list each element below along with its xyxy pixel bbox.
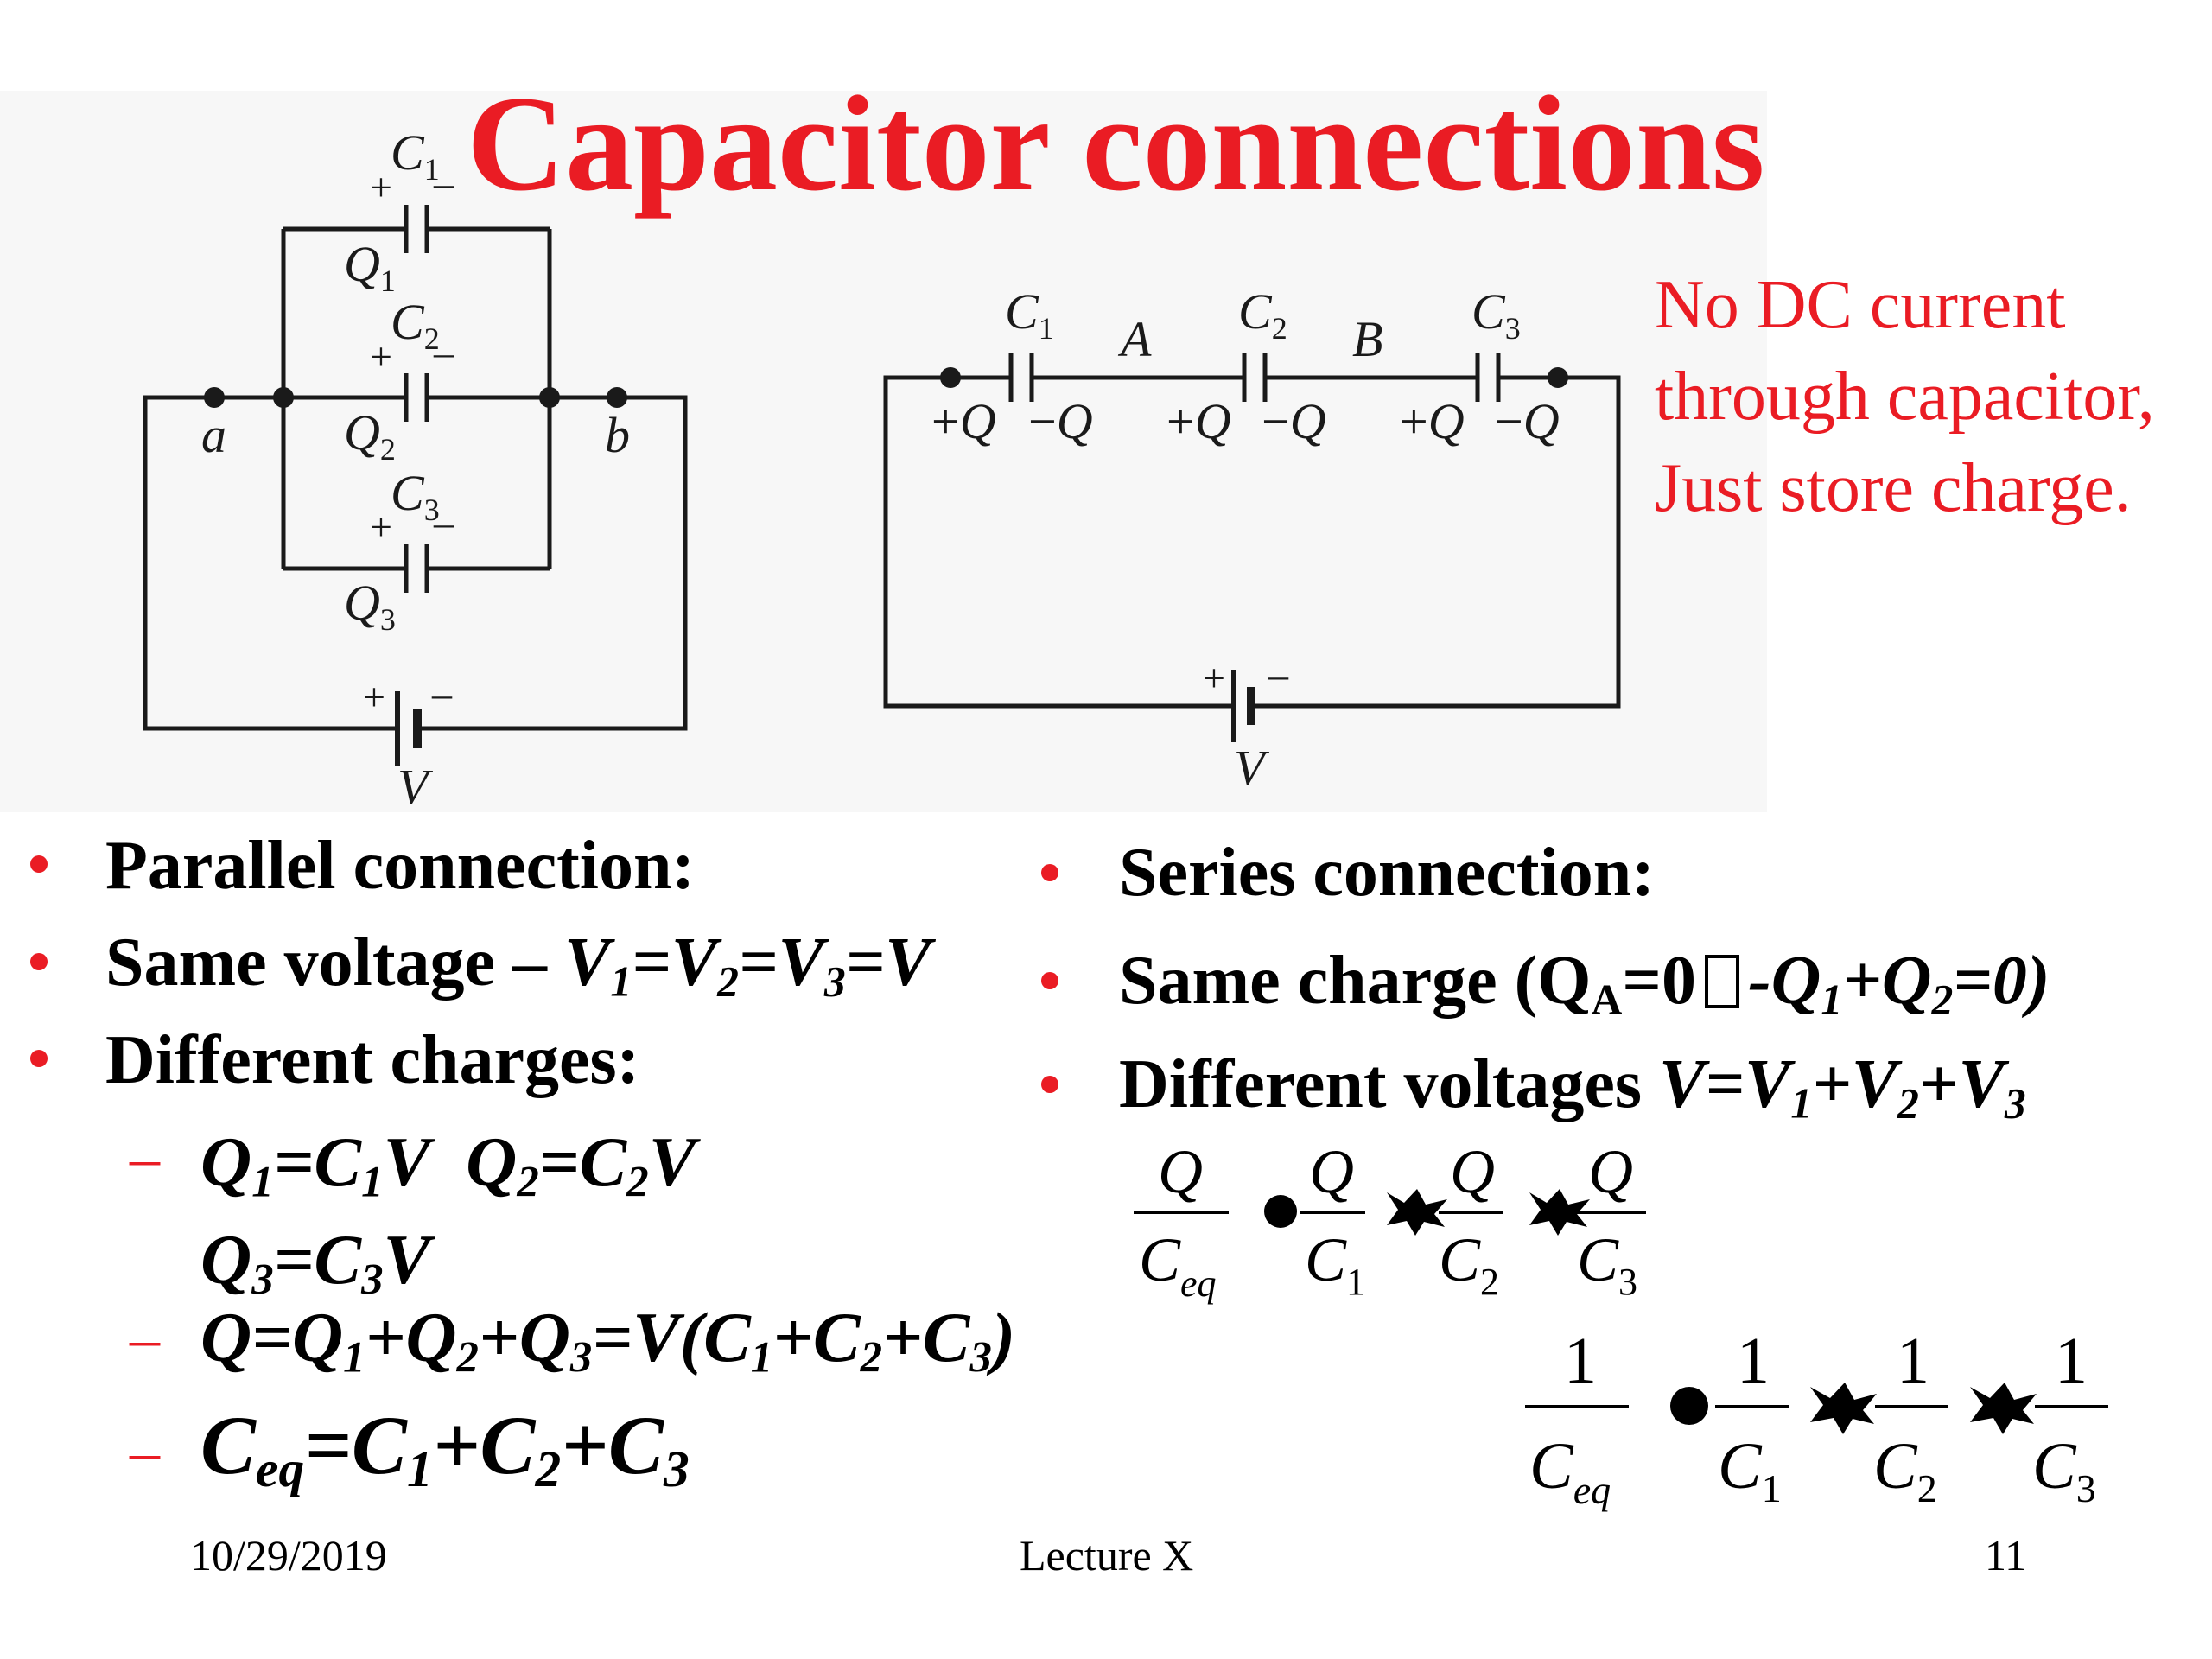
svg-text:C2: C2 (391, 294, 440, 356)
svg-text:Q: Q (1588, 1137, 1633, 1206)
svg-text:V: V (1234, 740, 1270, 796)
different-voltages-bullet: Different voltages V=V1+V2+V3 (1119, 1046, 2026, 1128)
node-a-dot (204, 387, 225, 408)
bullet-dot (30, 855, 48, 873)
svg-text:+: + (370, 334, 392, 378)
svg-text:b: b (605, 407, 630, 463)
svg-text:A: A (1117, 311, 1152, 367)
different-charges-bullet: Different charges: (105, 1022, 640, 1098)
svg-text:+Q: +Q (1166, 393, 1231, 449)
footer-date: 10/29/2019 (190, 1531, 387, 1580)
svg-text:C1: C1 (1305, 1225, 1365, 1303)
note-line: Just store charge. (1655, 450, 2132, 526)
junction-right-dot (539, 387, 560, 408)
svg-text:+Q: +Q (1400, 393, 1465, 449)
node-b-dot (607, 387, 627, 408)
svg-text:–: – (431, 671, 453, 715)
svg-text:+: + (370, 165, 392, 209)
bullet-dot (30, 1050, 48, 1067)
bullet-dot (30, 953, 48, 970)
svg-text:–: – (433, 500, 454, 544)
parallel-connection-heading: Parallel connection: (105, 828, 696, 904)
svg-text:+: + (1203, 656, 1225, 700)
same-voltage-bullet: Same voltage – V1=V2=V3=V (105, 925, 931, 1006)
svg-text:−Q: −Q (1028, 393, 1093, 449)
svg-text:C1: C1 (1718, 1430, 1782, 1510)
svg-text:–: – (433, 330, 454, 374)
svg-text:+Q: +Q (931, 393, 996, 449)
svg-text:Ceq: Ceq (1139, 1225, 1217, 1305)
series-circuit (883, 353, 1621, 742)
svg-text:+: + (363, 675, 385, 719)
svg-text:C2: C2 (1873, 1430, 1937, 1510)
svg-text:C2: C2 (1238, 283, 1287, 346)
parallel-ceq-equation: Ceq=C1+C2+C3 (200, 1399, 690, 1497)
svg-text:C3: C3 (1577, 1225, 1637, 1303)
svg-text:1: 1 (2055, 1325, 2088, 1397)
svg-text:−Q: −Q (1262, 393, 1326, 449)
series-equation-inverse: 1 Ceq 1 C1 1 C2 1 C3 (1525, 1325, 2108, 1512)
sub-bullet-dash: – (130, 1306, 160, 1372)
junction-left-dot (273, 387, 294, 408)
svg-text:Q: Q (1158, 1137, 1203, 1206)
series-left-dot (940, 367, 961, 388)
bullet-dot (1041, 1076, 1058, 1093)
svg-text:+: + (370, 505, 392, 549)
no-dc-current-note: No DC current through capacitor, Just st… (1655, 259, 2155, 534)
series-right-dot (1548, 367, 1568, 388)
svg-text:a: a (201, 407, 226, 463)
note-line: through capacitor, (1655, 359, 2155, 435)
bullet-dot (1041, 972, 1058, 989)
svg-text:B: B (1352, 311, 1382, 367)
slide-title: Capacitor connections (467, 68, 1765, 219)
note-line: No DC current (1655, 267, 2066, 343)
bullet-dot (1041, 864, 1058, 881)
series-connection-heading: Series connection: (1119, 835, 1655, 911)
svg-text:C2: C2 (1439, 1225, 1499, 1303)
sub-bullet-dash: – (130, 1125, 160, 1192)
svg-text:1: 1 (1564, 1325, 1597, 1397)
svg-text:1: 1 (1737, 1325, 1770, 1397)
missing-glyph-icon (1704, 955, 1739, 1008)
svg-text:V: V (397, 759, 434, 815)
footer-page-number: 11 (1985, 1531, 2027, 1580)
sub-bullet-dash: – (130, 1419, 160, 1485)
svg-text:Ceq: Ceq (1529, 1430, 1611, 1512)
svg-text:Q: Q (1450, 1137, 1495, 1206)
svg-text:–: – (433, 161, 454, 205)
same-charge-bullet: Same charge (QA=0-Q1+Q2=0) (1119, 943, 2050, 1024)
footer-lecture: Lecture X (1020, 1531, 1194, 1580)
series-equation-q: Q Ceq Q C1 Q C2 Q C3 (1134, 1137, 1646, 1305)
svg-text:1: 1 (1897, 1325, 1929, 1397)
svg-text:–: – (1268, 652, 1289, 696)
svg-text:C3: C3 (2032, 1430, 2096, 1510)
svg-text:−Q: −Q (1495, 393, 1560, 449)
total-charge-equation: Q=Q1+Q2+Q3=V(C1+C2+C3) (200, 1298, 1016, 1382)
svg-text:Q: Q (1309, 1137, 1354, 1206)
